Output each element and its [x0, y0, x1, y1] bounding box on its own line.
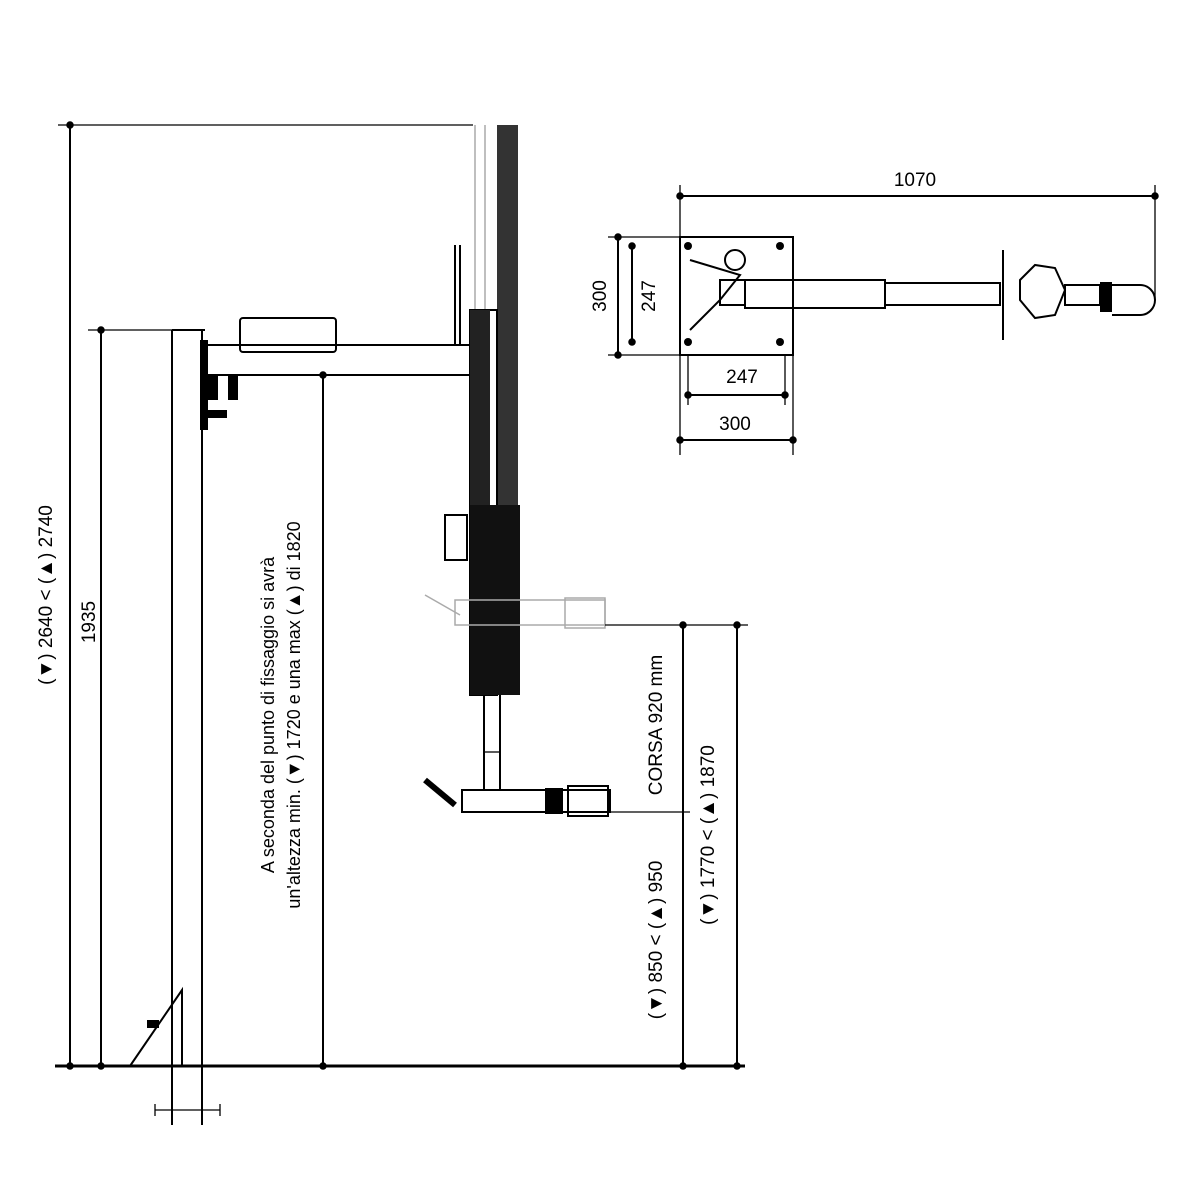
plate-width-inner-label: 247: [726, 367, 758, 388]
tool-lower-position: [423, 695, 611, 817]
low-height-label: (▼) 850 < (▲) 950: [646, 861, 667, 1020]
plate-height-outer-label: 300: [590, 280, 611, 312]
fixing-note-line2: un'altezza min. (▼) 1720 e una max (▲) d…: [284, 521, 304, 908]
side-view: (▼) 2640 < (▲) 2740 1935 A seco: [36, 121, 748, 1125]
fixing-note-line1: A seconda del punto di fissaggio si avrà: [258, 556, 278, 873]
plate-width-outer-label: 300: [719, 414, 751, 435]
high-height-label: (▼) 1770 < (▲) 1870: [698, 745, 719, 925]
base-plate: [679, 236, 794, 356]
post-height-label: 1935: [79, 601, 100, 643]
total-height-label: (▼) 2640 < (▲) 2740: [36, 505, 57, 685]
top-arm: [744, 250, 1156, 340]
reach-label: 1070: [894, 170, 936, 191]
horizontal-arm: [204, 245, 471, 376]
plate-height-inner-label: 247: [639, 280, 660, 312]
wall-post: [129, 329, 238, 1125]
top-view: 1070 300 247 247 300: [590, 170, 1159, 455]
tool-upper-position: [424, 594, 606, 629]
stroke-label: CORSA 920 mm: [646, 655, 667, 795]
telescopic-column: [444, 125, 520, 696]
